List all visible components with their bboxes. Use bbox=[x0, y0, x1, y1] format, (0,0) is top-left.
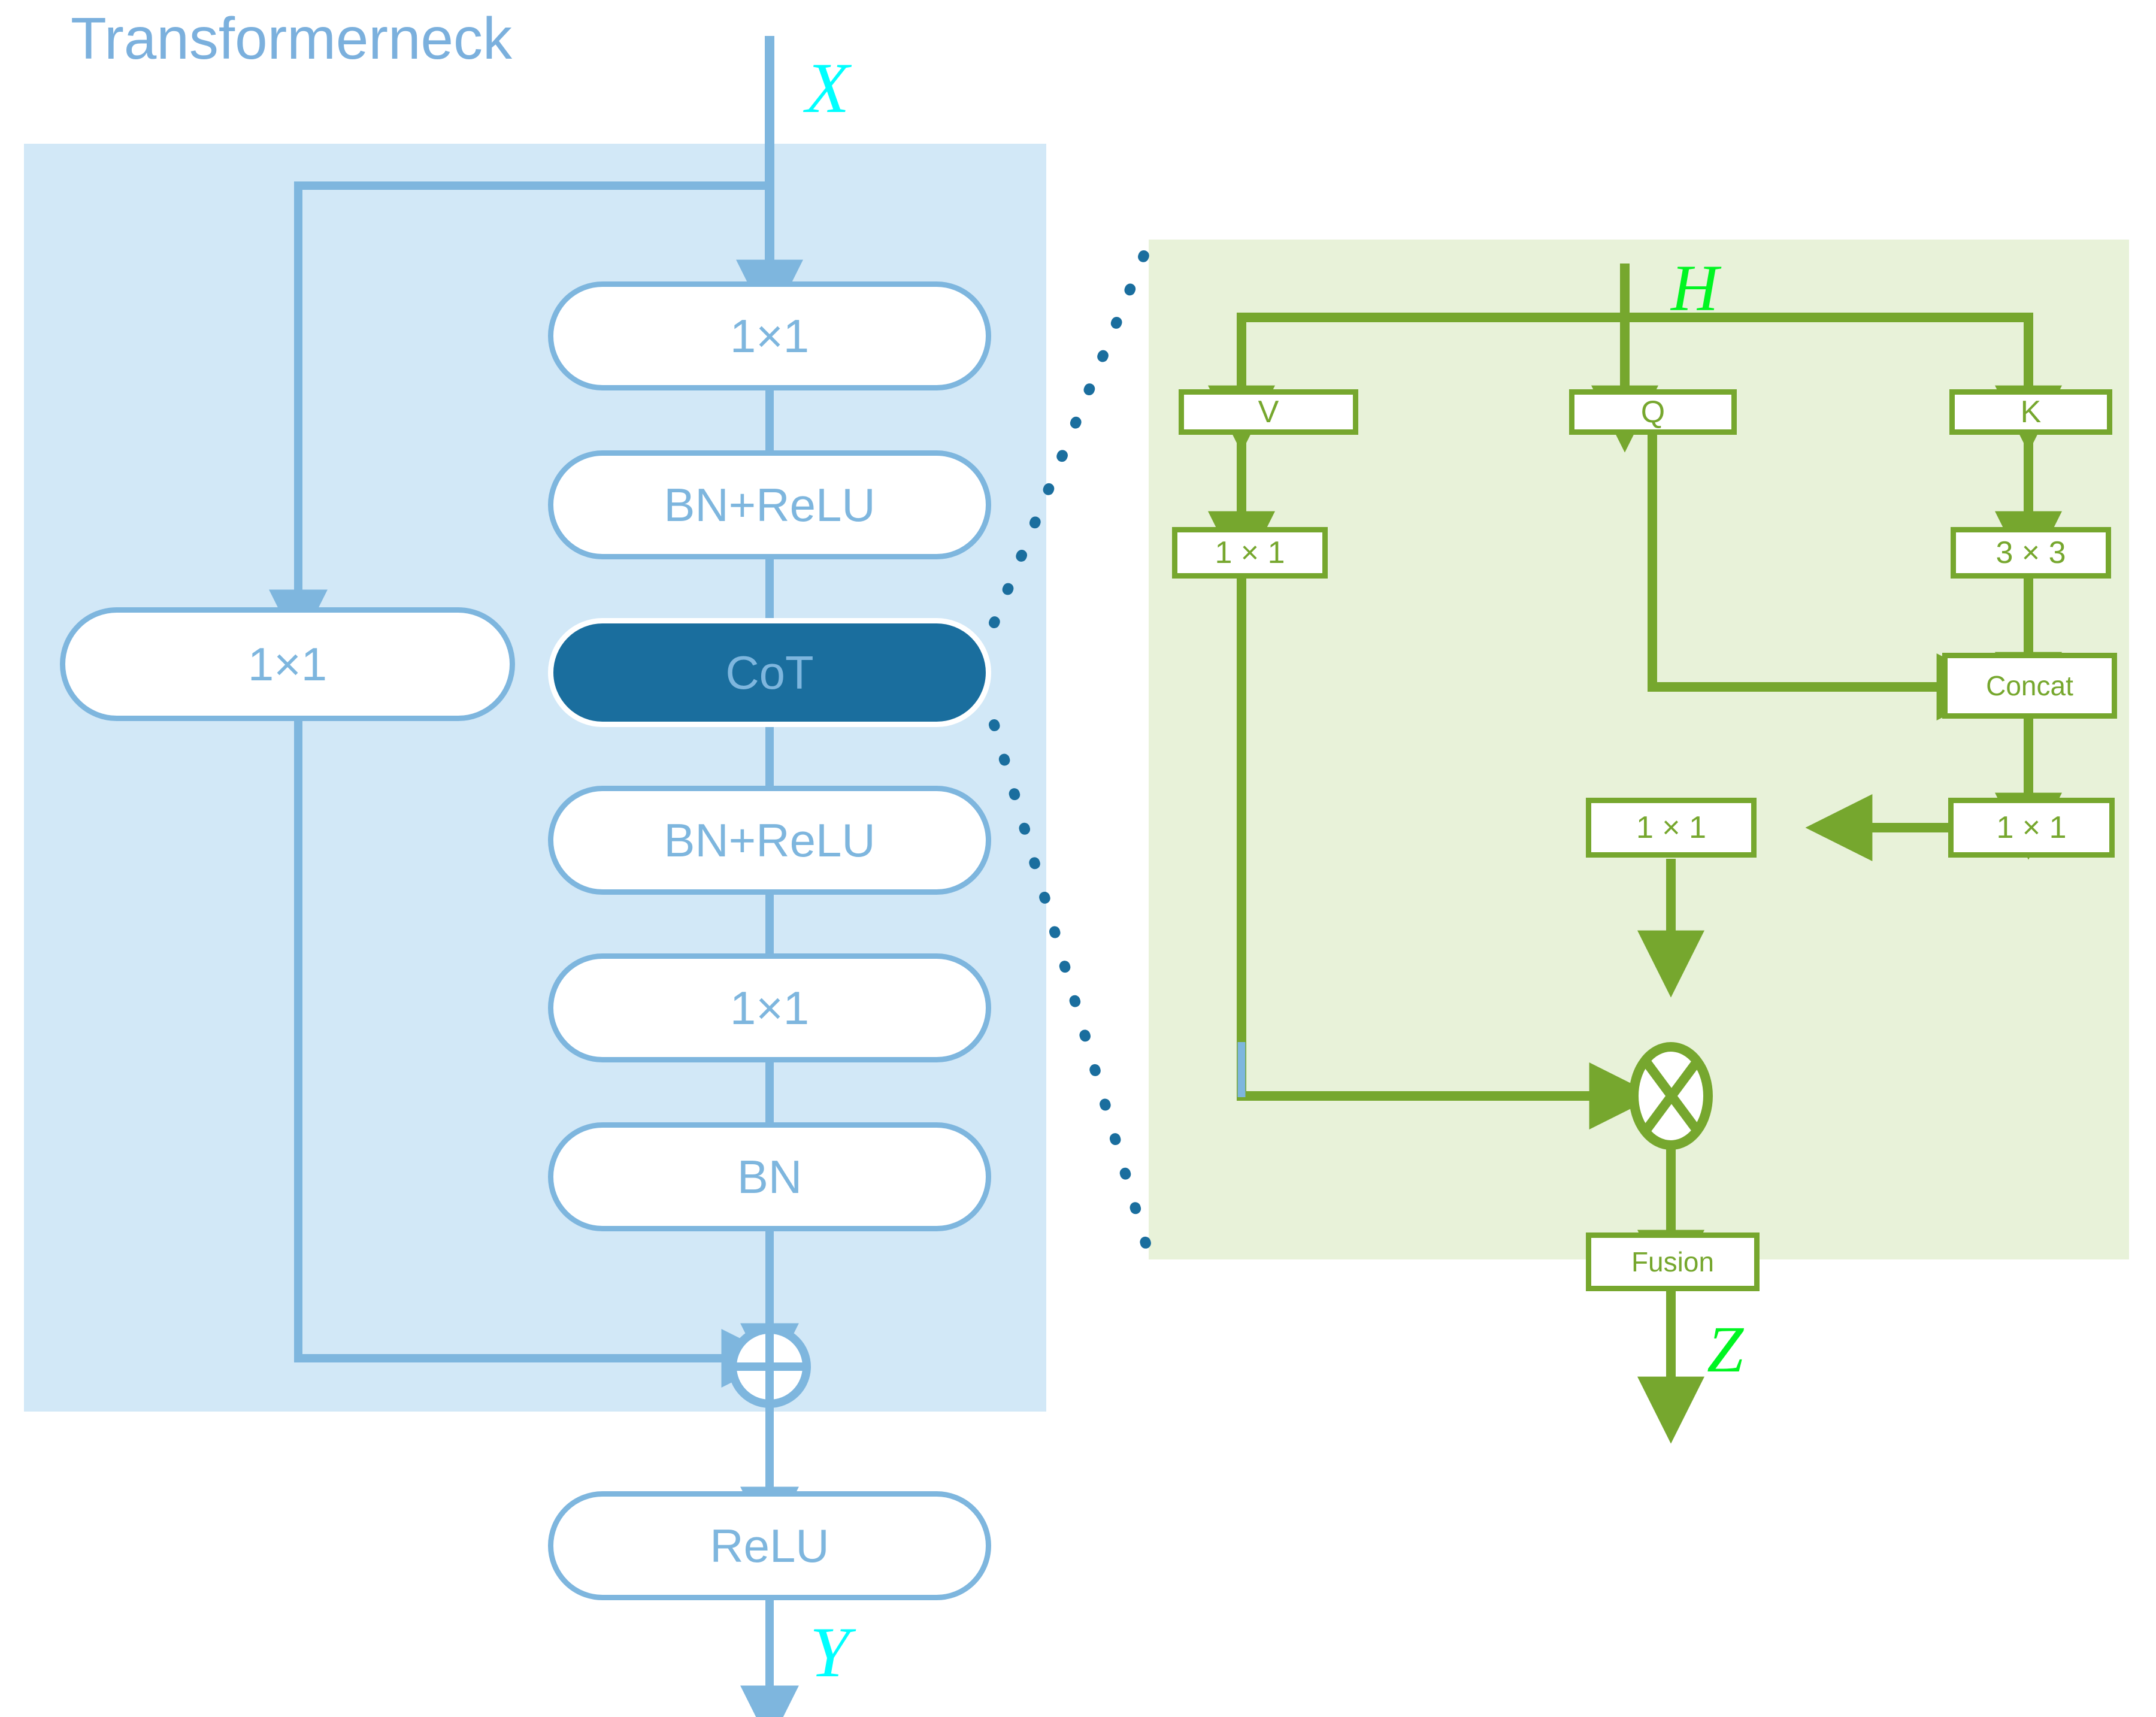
node-k-conv-label: 3 × 3 bbox=[1995, 535, 2066, 570]
node-attn-conv-right[interactable]: 1 × 1 bbox=[1948, 798, 2115, 858]
block-relu-label: ReLU bbox=[710, 1519, 829, 1572]
block-bnrelu2-label: BN+ReLU bbox=[664, 813, 876, 867]
node-q[interactable]: Q bbox=[1569, 389, 1737, 435]
node-v-label: V bbox=[1258, 395, 1279, 429]
node-fusion-label: Fusion bbox=[1631, 1246, 1715, 1277]
node-v-conv-label: 1 × 1 bbox=[1215, 535, 1285, 570]
block-conv1[interactable]: 1×1 bbox=[548, 281, 991, 390]
block-bnrelu1-label: BN+ReLU bbox=[664, 478, 876, 531]
block-relu[interactable]: ReLU bbox=[548, 1491, 991, 1600]
block-cot-label: CoT bbox=[725, 646, 814, 699]
node-k-conv[interactable]: 3 × 3 bbox=[1951, 527, 2111, 579]
zoom-connector-top bbox=[989, 235, 1155, 628]
node-k[interactable]: K bbox=[1949, 389, 2112, 435]
block-shortcut-conv[interactable]: 1×1 bbox=[60, 607, 515, 721]
zoom-connector-bottom bbox=[989, 719, 1155, 1263]
node-attn-conv-left[interactable]: 1 × 1 bbox=[1586, 798, 1757, 858]
node-q-label: Q bbox=[1640, 395, 1666, 429]
edge-shortcut-to-sum bbox=[294, 719, 780, 1388]
block-shortcut-conv-label: 1×1 bbox=[247, 637, 328, 691]
block-bnrelu1[interactable]: BN+ReLU bbox=[548, 450, 991, 559]
block-conv2-label: 1×1 bbox=[729, 981, 810, 1034]
edge-q-to-concat bbox=[1648, 432, 2004, 720]
block-bn-label: BN bbox=[737, 1150, 803, 1203]
node-concat[interactable]: Concat bbox=[1942, 653, 2117, 719]
block-conv1-label: 1×1 bbox=[729, 309, 810, 362]
node-attn-conv-left-label: 1 × 1 bbox=[1636, 810, 1707, 845]
node-fusion[interactable]: Fusion bbox=[1586, 1233, 1760, 1291]
edge-input-to-shortcut bbox=[269, 181, 770, 649]
block-bn[interactable]: BN bbox=[548, 1122, 991, 1231]
block-cot[interactable]: CoT bbox=[548, 618, 991, 727]
block-conv2[interactable]: 1×1 bbox=[548, 953, 991, 1062]
node-v-conv[interactable]: 1 × 1 bbox=[1172, 527, 1328, 579]
node-concat-label: Concat bbox=[1986, 670, 2073, 701]
node-v[interactable]: V bbox=[1179, 389, 1358, 435]
block-bnrelu2[interactable]: BN+ReLU bbox=[548, 786, 991, 895]
node-attn-conv-right-label: 1 × 1 bbox=[1996, 810, 2067, 845]
node-k-label: K bbox=[2020, 395, 2042, 429]
